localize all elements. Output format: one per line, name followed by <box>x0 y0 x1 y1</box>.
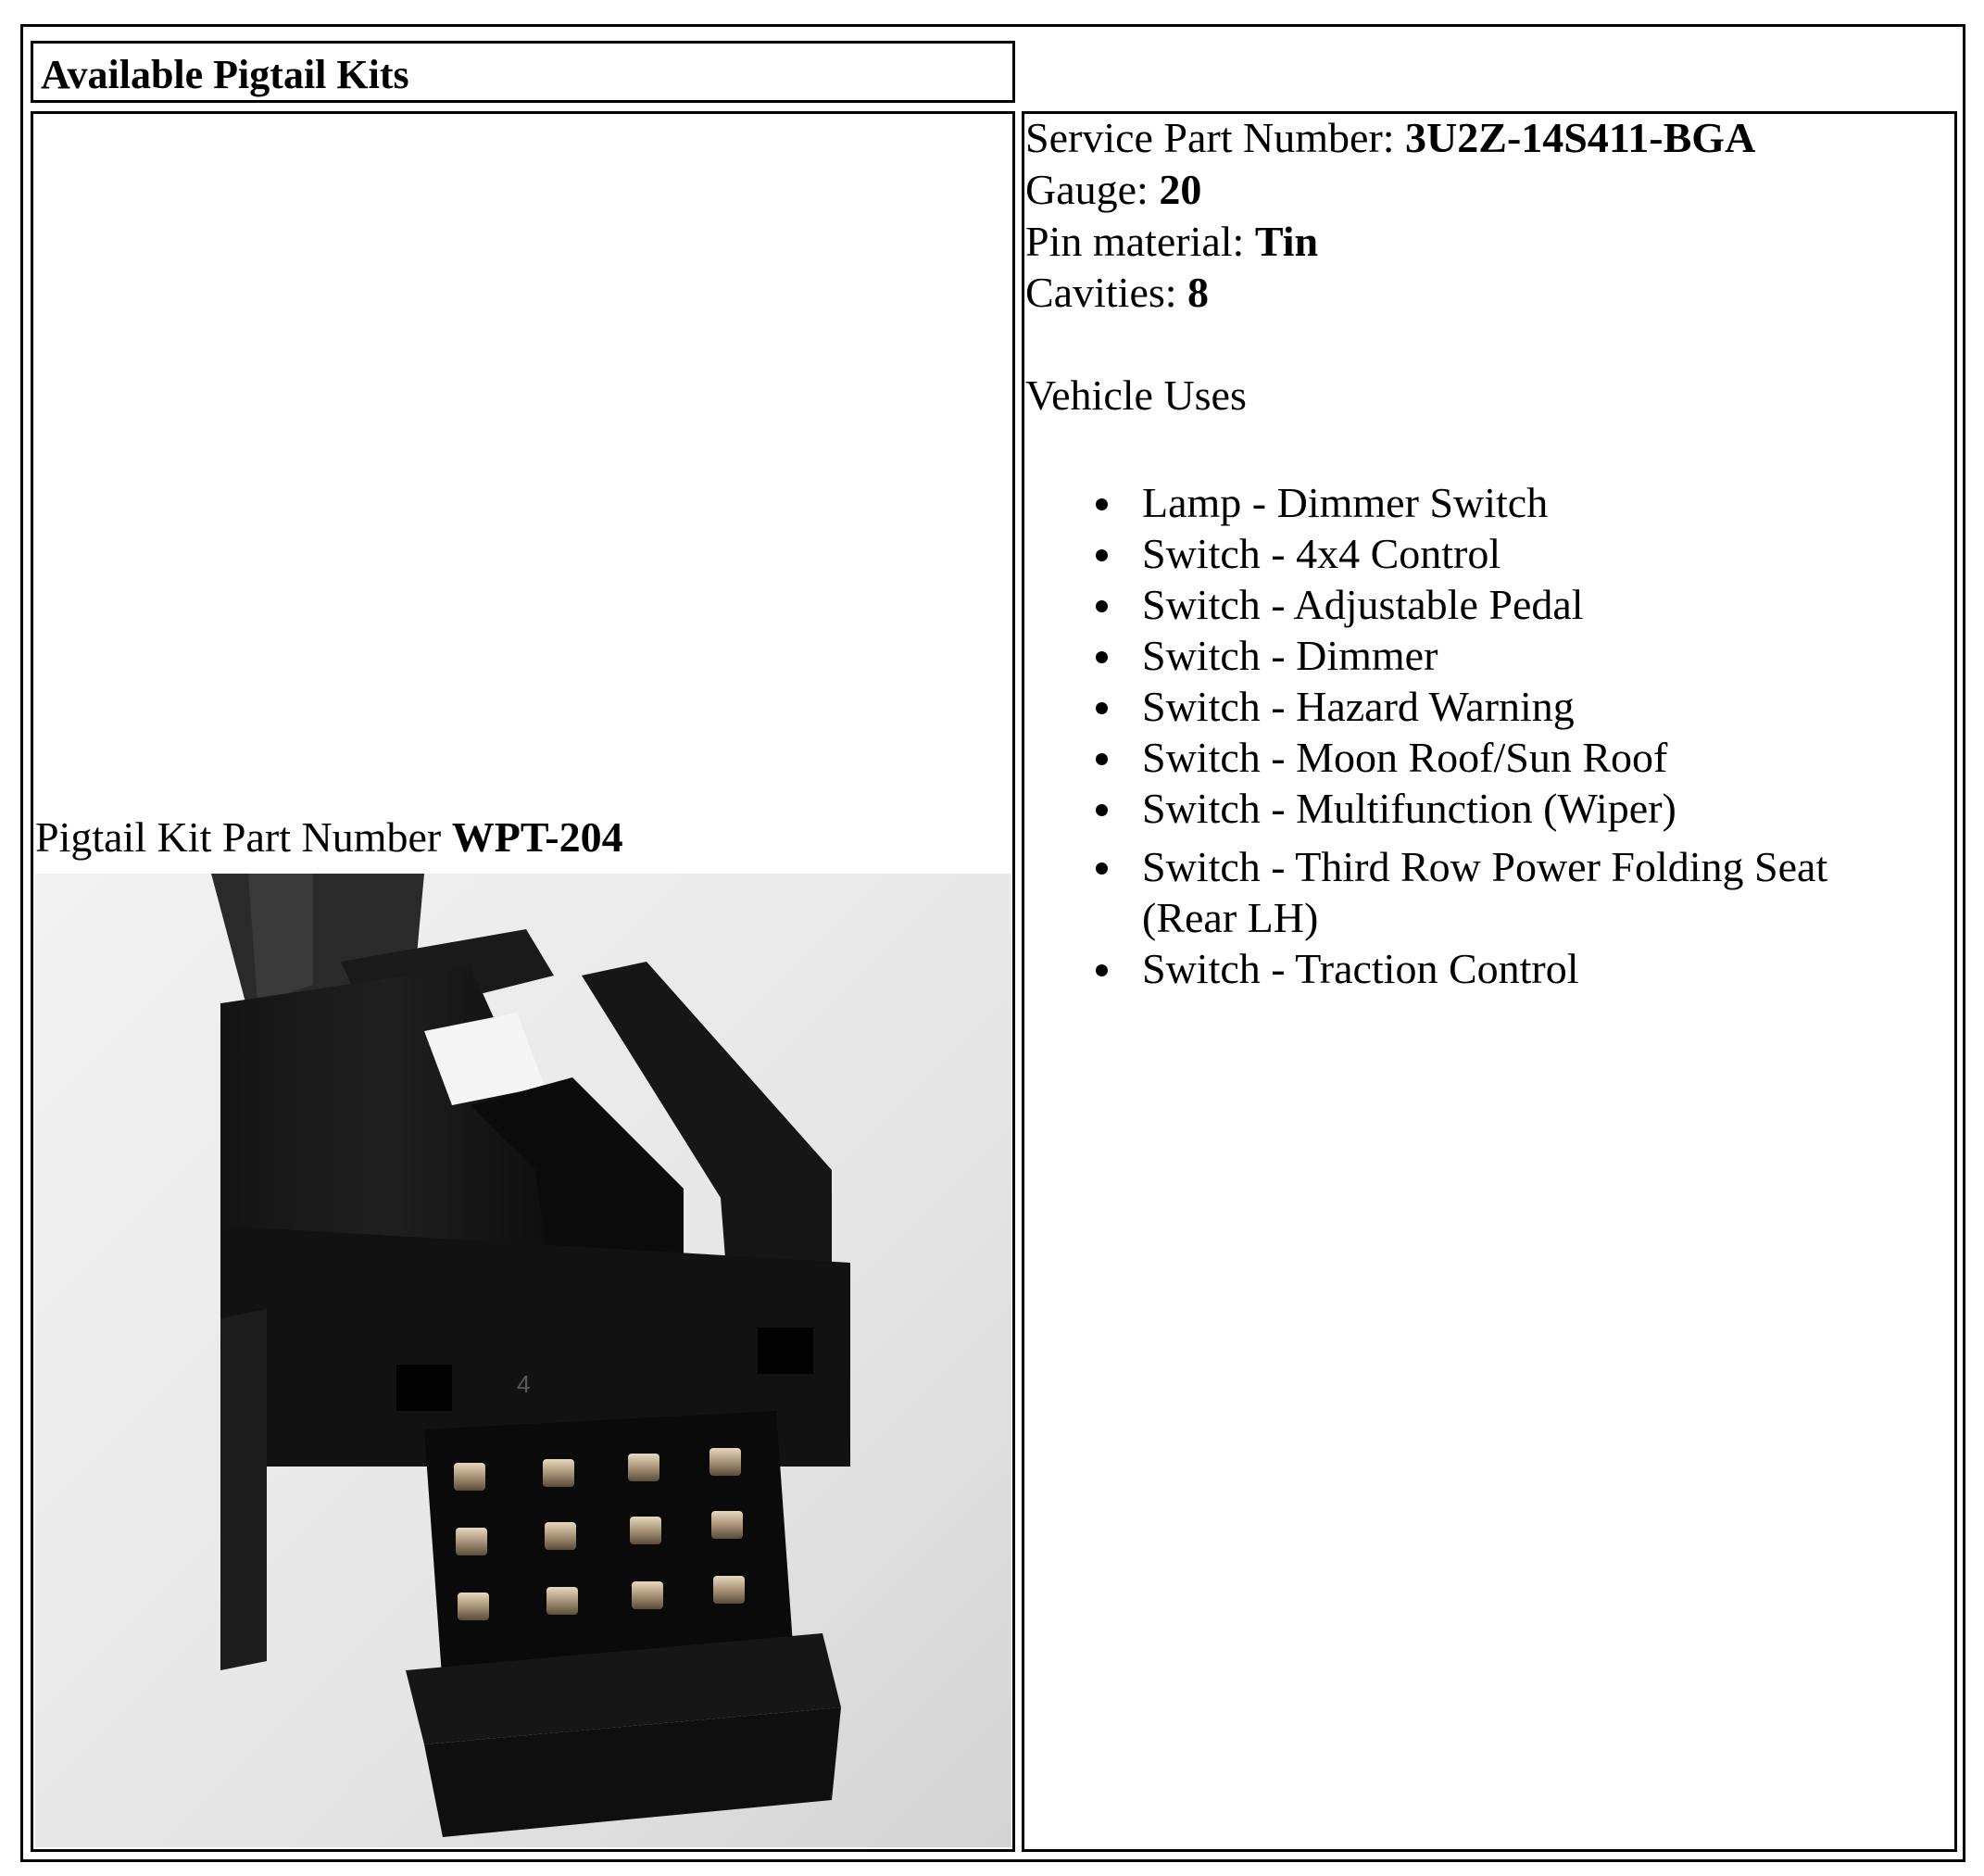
list-item: Switch - Multifunction (Wiper) <box>1096 783 1929 834</box>
cavities-line: Cavities: 8 <box>1025 267 1209 318</box>
list-item: Lamp - Dimmer Switch <box>1096 477 1929 528</box>
bullet-icon <box>1096 498 1108 510</box>
list-item: Switch - Moon Roof/Sun Roof <box>1096 732 1929 783</box>
outer-table-border <box>20 24 1965 1862</box>
cavities-value: 8 <box>1187 269 1210 316</box>
connector-marking: 4 <box>517 1370 530 1398</box>
vehicle-uses-list: Lamp - Dimmer Switch Switch - 4x4 Contro… <box>1096 477 1929 994</box>
kit-part-number-value: WPT-204 <box>451 813 623 861</box>
list-item: Switch - Adjustable Pedal <box>1096 579 1929 630</box>
bullet-icon <box>1096 549 1108 561</box>
bullet-icon <box>1096 702 1108 714</box>
bullet-icon <box>1096 651 1108 663</box>
kit-image-cell <box>31 111 1015 1852</box>
vehicle-uses-heading: Vehicle Uses <box>1025 371 1247 419</box>
cavities-label: Cavities: <box>1025 269 1188 316</box>
connector-photo: 4 <box>35 874 1011 1847</box>
vehicle-use-text: Lamp - Dimmer Switch <box>1142 479 1549 526</box>
kit-details-cell <box>1022 111 1957 1852</box>
kit-part-number-label: Pigtail Kit Part Number <box>35 813 452 861</box>
gauge-label: Gauge: <box>1025 166 1160 213</box>
vehicle-use-text: Switch - Third Row Power Folding Seat (R… <box>1142 843 1828 941</box>
bullet-icon <box>1096 964 1108 976</box>
bullet-icon <box>1096 753 1108 765</box>
gauge-value: 20 <box>1159 166 1202 213</box>
page-title: Available Pigtail Kits <box>41 52 409 97</box>
bullet-icon <box>1096 600 1108 612</box>
vehicle-use-text: Switch - Moon Roof/Sun Roof <box>1142 734 1668 781</box>
pin-material-label: Pin material: <box>1025 218 1255 265</box>
vehicle-use-text: Switch - Hazard Warning <box>1142 683 1575 730</box>
service-part-number-line: Service Part Number: 3U2Z-14S411-BGA <box>1025 112 1755 163</box>
gauge-line: Gauge: 20 <box>1025 164 1201 215</box>
bullet-icon <box>1096 862 1108 875</box>
list-item: Switch - Hazard Warning <box>1096 681 1929 732</box>
pin-material-line: Pin material: Tin <box>1025 216 1318 267</box>
title-cell: Available Pigtail Kits <box>31 41 1015 103</box>
list-item: Switch - Traction Control <box>1096 943 1929 994</box>
pin-material-value: Tin <box>1254 218 1319 265</box>
vehicle-use-text: Switch - Dimmer <box>1142 632 1438 679</box>
vehicle-use-text: Switch - Multifunction (Wiper) <box>1142 785 1676 832</box>
vehicle-use-text: Switch - Traction Control <box>1142 945 1579 992</box>
vehicle-use-text: Switch - 4x4 Control <box>1142 530 1501 577</box>
service-part-number-label: Service Part Number: <box>1025 114 1406 161</box>
bullet-icon <box>1096 804 1108 816</box>
kit-part-number-line: Pigtail Kit Part Number WPT-204 <box>35 812 623 863</box>
vehicle-use-text: Switch - Adjustable Pedal <box>1142 581 1584 628</box>
service-part-number-value: 3U2Z-14S411-BGA <box>1405 114 1756 161</box>
list-item: Switch - 4x4 Control <box>1096 528 1929 579</box>
list-item: Switch - Dimmer <box>1096 630 1929 681</box>
list-item: Switch - Third Row Power Folding Seat (R… <box>1096 841 1929 943</box>
